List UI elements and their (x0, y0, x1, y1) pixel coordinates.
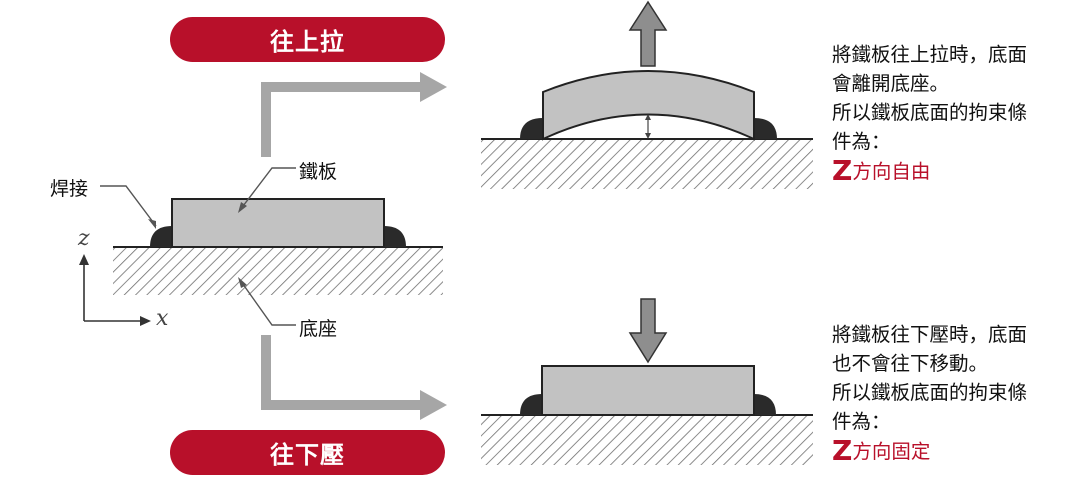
pull-assembly (481, 70, 813, 189)
base-label: 底座 (299, 318, 338, 340)
push-constraint-axis: Z (832, 434, 853, 467)
push-assembly (481, 365, 813, 465)
base-leader-head (238, 277, 247, 288)
push-weld-left (520, 394, 542, 415)
base-leader (239, 279, 296, 326)
push-constraint: Z方向固定 (832, 436, 1082, 466)
center-base-hatch (113, 247, 443, 295)
axis-z-label: z (78, 226, 90, 251)
pull-path-arrow (261, 82, 422, 157)
pull-desc-line-2: 會離開底座。 (832, 72, 950, 95)
axes (79, 254, 151, 326)
pull-path-arrow-head (420, 72, 447, 102)
push-plate (541, 365, 755, 416)
push-label-pill: 往下壓 (170, 430, 445, 475)
pull-weld-left (520, 118, 543, 139)
pull-constraint-text: 方向自由 (852, 160, 931, 183)
push-label: 往下壓 (270, 441, 345, 469)
pull-plate-bent (542, 70, 755, 141)
center-weld-left (150, 226, 172, 247)
pull-desc-line-3: 所以鐵板底面的拘束條 (832, 101, 1028, 124)
push-desc-line-1: 將鐵板往下壓時，底面 (832, 323, 1028, 346)
gap-indicator (645, 114, 651, 139)
weld-label: 焊接 (50, 178, 89, 200)
push-desc-line-4: 件為： (832, 410, 891, 433)
pull-desc-line-1: 將鐵板往上拉時，底面 (832, 43, 1028, 66)
axis-x-label: x (156, 306, 169, 331)
pull-constraint-axis: Z (832, 154, 853, 187)
pull-description: 將鐵板往上拉時，底面 會離開底座。 所以鐵板底面的拘束條 件為： Z方向自由 (832, 40, 1082, 186)
weld-leader-head (148, 219, 156, 229)
push-force-arrow (628, 298, 668, 364)
plate-label: 鐵板 (299, 161, 338, 183)
weld-leader (100, 185, 157, 227)
pull-weld-right (754, 118, 777, 139)
push-description: 將鐵板往下壓時，底面 也不會往下移動。 所以鐵板底面的拘束條 件為： Z方向固定 (832, 320, 1082, 466)
push-path-arrow-head (420, 390, 447, 420)
pull-label-pill: 往上拉 (170, 17, 445, 62)
pull-label: 往上拉 (270, 28, 345, 56)
push-weld-right (754, 394, 776, 415)
pull-base-hatch (481, 139, 813, 189)
push-desc-line-3: 所以鐵板底面的拘束條 (832, 381, 1028, 404)
pull-force-arrow (628, 0, 668, 67)
center-assembly (113, 198, 443, 295)
center-weld-right (384, 226, 406, 247)
push-desc-line-2: 也不會往下移動。 (832, 352, 989, 375)
push-path-arrow (261, 335, 422, 410)
center-plate (171, 198, 385, 248)
pull-desc-line-4: 件為： (832, 130, 891, 153)
push-constraint-text: 方向固定 (852, 440, 931, 463)
plate-leader (239, 167, 296, 211)
push-base-hatch (481, 415, 813, 465)
pull-constraint: Z方向自由 (832, 156, 1082, 186)
plate-leader-head (238, 202, 247, 213)
